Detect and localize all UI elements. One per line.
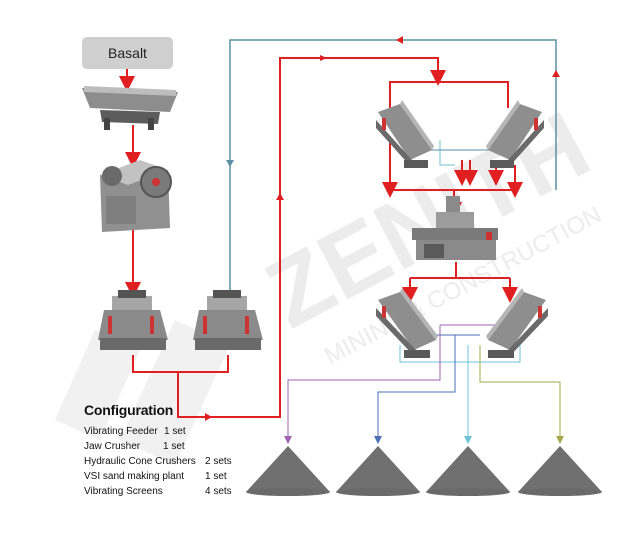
config-item-name: Vibrating Screens — [84, 486, 163, 497]
config-row: Jaw Crusher 1 set — [84, 441, 173, 456]
source-label-basalt: Basalt — [82, 37, 173, 69]
vibrating-feeder — [82, 86, 178, 130]
stockpile-2 — [336, 446, 420, 492]
stockpile-3 — [426, 446, 510, 492]
cone-crusher-2 — [193, 290, 263, 350]
config-item-qty: 4 sets — [205, 486, 232, 497]
config-row: Hydraulic Cone Crushers 2 sets — [84, 456, 173, 471]
config-item-name: VSI sand making plant — [84, 471, 184, 482]
vibrating-screen-2 — [486, 100, 544, 168]
stockpile-1 — [246, 446, 330, 492]
vibrating-screen-1 — [376, 100, 434, 168]
config-item-qty: 1 set — [164, 426, 186, 437]
vibrating-screen-3 — [376, 288, 438, 358]
source-label-text: Basalt — [108, 45, 147, 61]
configuration-panel: Configuration Vibrating Feeder 1 set Jaw… — [84, 402, 173, 501]
stockpile-4 — [518, 446, 602, 492]
config-row: Vibrating Screens 4 sets — [84, 486, 173, 501]
vsi-sand-maker — [412, 196, 498, 260]
vibrating-screen-4 — [486, 288, 548, 358]
config-row: VSI sand making plant 1 set — [84, 471, 173, 486]
config-item-qty: 1 set — [163, 441, 185, 452]
cone-crusher-1 — [98, 290, 168, 350]
config-item-qty: 2 sets — [205, 456, 232, 467]
config-item-name: Jaw Crusher — [84, 441, 140, 452]
configuration-title: Configuration — [84, 402, 173, 418]
config-item-name: Vibrating Feeder — [84, 426, 158, 437]
config-row: Vibrating Feeder 1 set — [84, 426, 173, 441]
jaw-crusher — [100, 160, 171, 232]
config-item-name: Hydraulic Cone Crushers — [84, 456, 196, 467]
config-item-qty: 1 set — [205, 471, 227, 482]
